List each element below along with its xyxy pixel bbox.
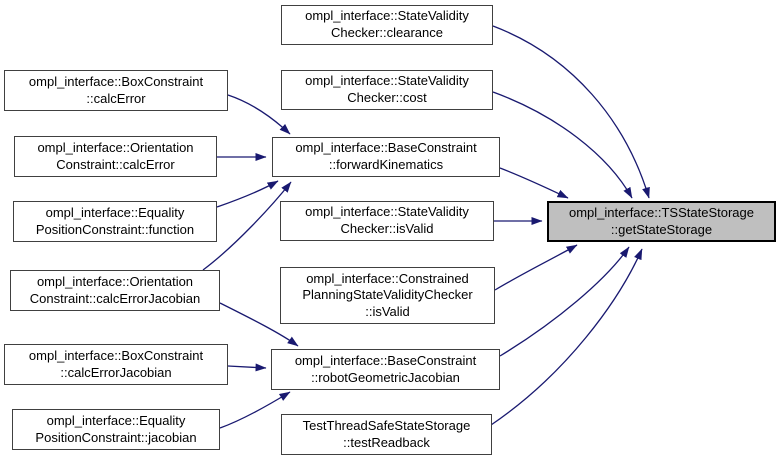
node-label-line: Checker::clearance [331,25,443,40]
node-label-line: ::getStateStorage [610,221,713,237]
edge-base-forward-kinematics-to-ts-get-state-storage [499,167,569,199]
edge-test-thread-safe-readback-to-ts-get-state-storage [490,248,643,426]
node-label-line: ::testReadback [343,434,430,450]
edge-box-calc-error-to-base-forward-kinematics [227,94,291,135]
edge-equality-position-function-to-base-forward-kinematics [216,180,279,208]
edge-equality-position-jacobian-to-base-robot-geometric-jacobian [219,391,291,429]
node-label-line: ompl_interface::Constrained [306,270,469,286]
node-base-forward-kinematics[interactable]: ompl_interface::BaseConstraint::forwardK… [272,137,500,177]
edge-base-robot-geometric-jacobian-to-ts-get-state-storage [499,246,630,357]
node-label-line: Constraint::calcError [56,156,175,172]
node-label-line: ompl_interface::BaseConstraint [294,352,477,368]
node-label-line: ::robotGeometricJacobian [311,369,460,385]
node-label-line: ompl_interface::BoxConstraint [28,73,204,89]
node-label-line: PositionConstraint::function [35,221,195,237]
node-label-line: ompl_interface::Orientation [37,139,194,155]
node-label-line: TestThreadSafeStateStorage [302,417,471,433]
node-label-line: PlanningStateValidityChecker [302,287,473,303]
node-label-line: ::isValid [365,303,410,319]
edge-cpsvc-is-valid-to-ts-get-state-storage [494,244,578,291]
edge-svc-clearance-to-ts-get-state-storage [492,25,650,199]
node-label-line: ompl_interface::BoxConstraint [28,347,204,363]
node-label-line: ompl_interface::StateValidity [305,204,469,220]
node-label-line: ompl_interface::StateValidity [305,8,469,24]
node-label-line: ompl_interface::Orientation [36,273,194,289]
edge-orientation-calc-error-jacobian-to-base-robot-geometric-jacobian [219,302,299,347]
node-label-line: ompl_interface::Equality [45,204,185,220]
edge-box-calc-error-jacobian-to-base-robot-geometric-jacobian [227,363,267,372]
node-box-calc-error-jacobian[interactable]: ompl_interface::BoxConstraint::calcError… [4,344,228,385]
node-label-line: ompl_interface::TSStateStorage [569,204,754,220]
edge-svc-cost-to-ts-get-state-storage [492,91,633,199]
node-label-line: Checker::cost [347,90,427,105]
node-label-line: ompl_interface::StateValidity [305,73,469,89]
node-label-line: ompl_interface::BaseConstraint [295,140,477,156]
node-label-line: Constraint::calcErrorJacobian [29,290,201,306]
node-ts-get-state-storage[interactable]: ompl_interface::TSStateStorage::getState… [547,201,776,242]
edge-orientation-calc-error-jacobian-to-base-forward-kinematics [202,181,292,271]
node-base-robot-geometric-jacobian[interactable]: ompl_interface::BaseConstraint::robotGeo… [271,349,500,390]
node-label-line: ::forwardKinematics [328,157,444,172]
node-label-line: PositionConstraint::jacobian [35,429,197,445]
node-box-calc-error[interactable]: ompl_interface::BoxConstraint::calcError [4,70,228,111]
node-label-line: ::calcError [86,90,146,106]
node-label-line: ompl_interface::Equality [46,412,186,428]
node-label-line: ::calcErrorJacobian [60,364,172,380]
node-test-thread-safe-readback[interactable]: TestThreadSafeStateStorage::testReadback [281,414,492,455]
node-label-line: Checker::isValid [340,221,434,236]
